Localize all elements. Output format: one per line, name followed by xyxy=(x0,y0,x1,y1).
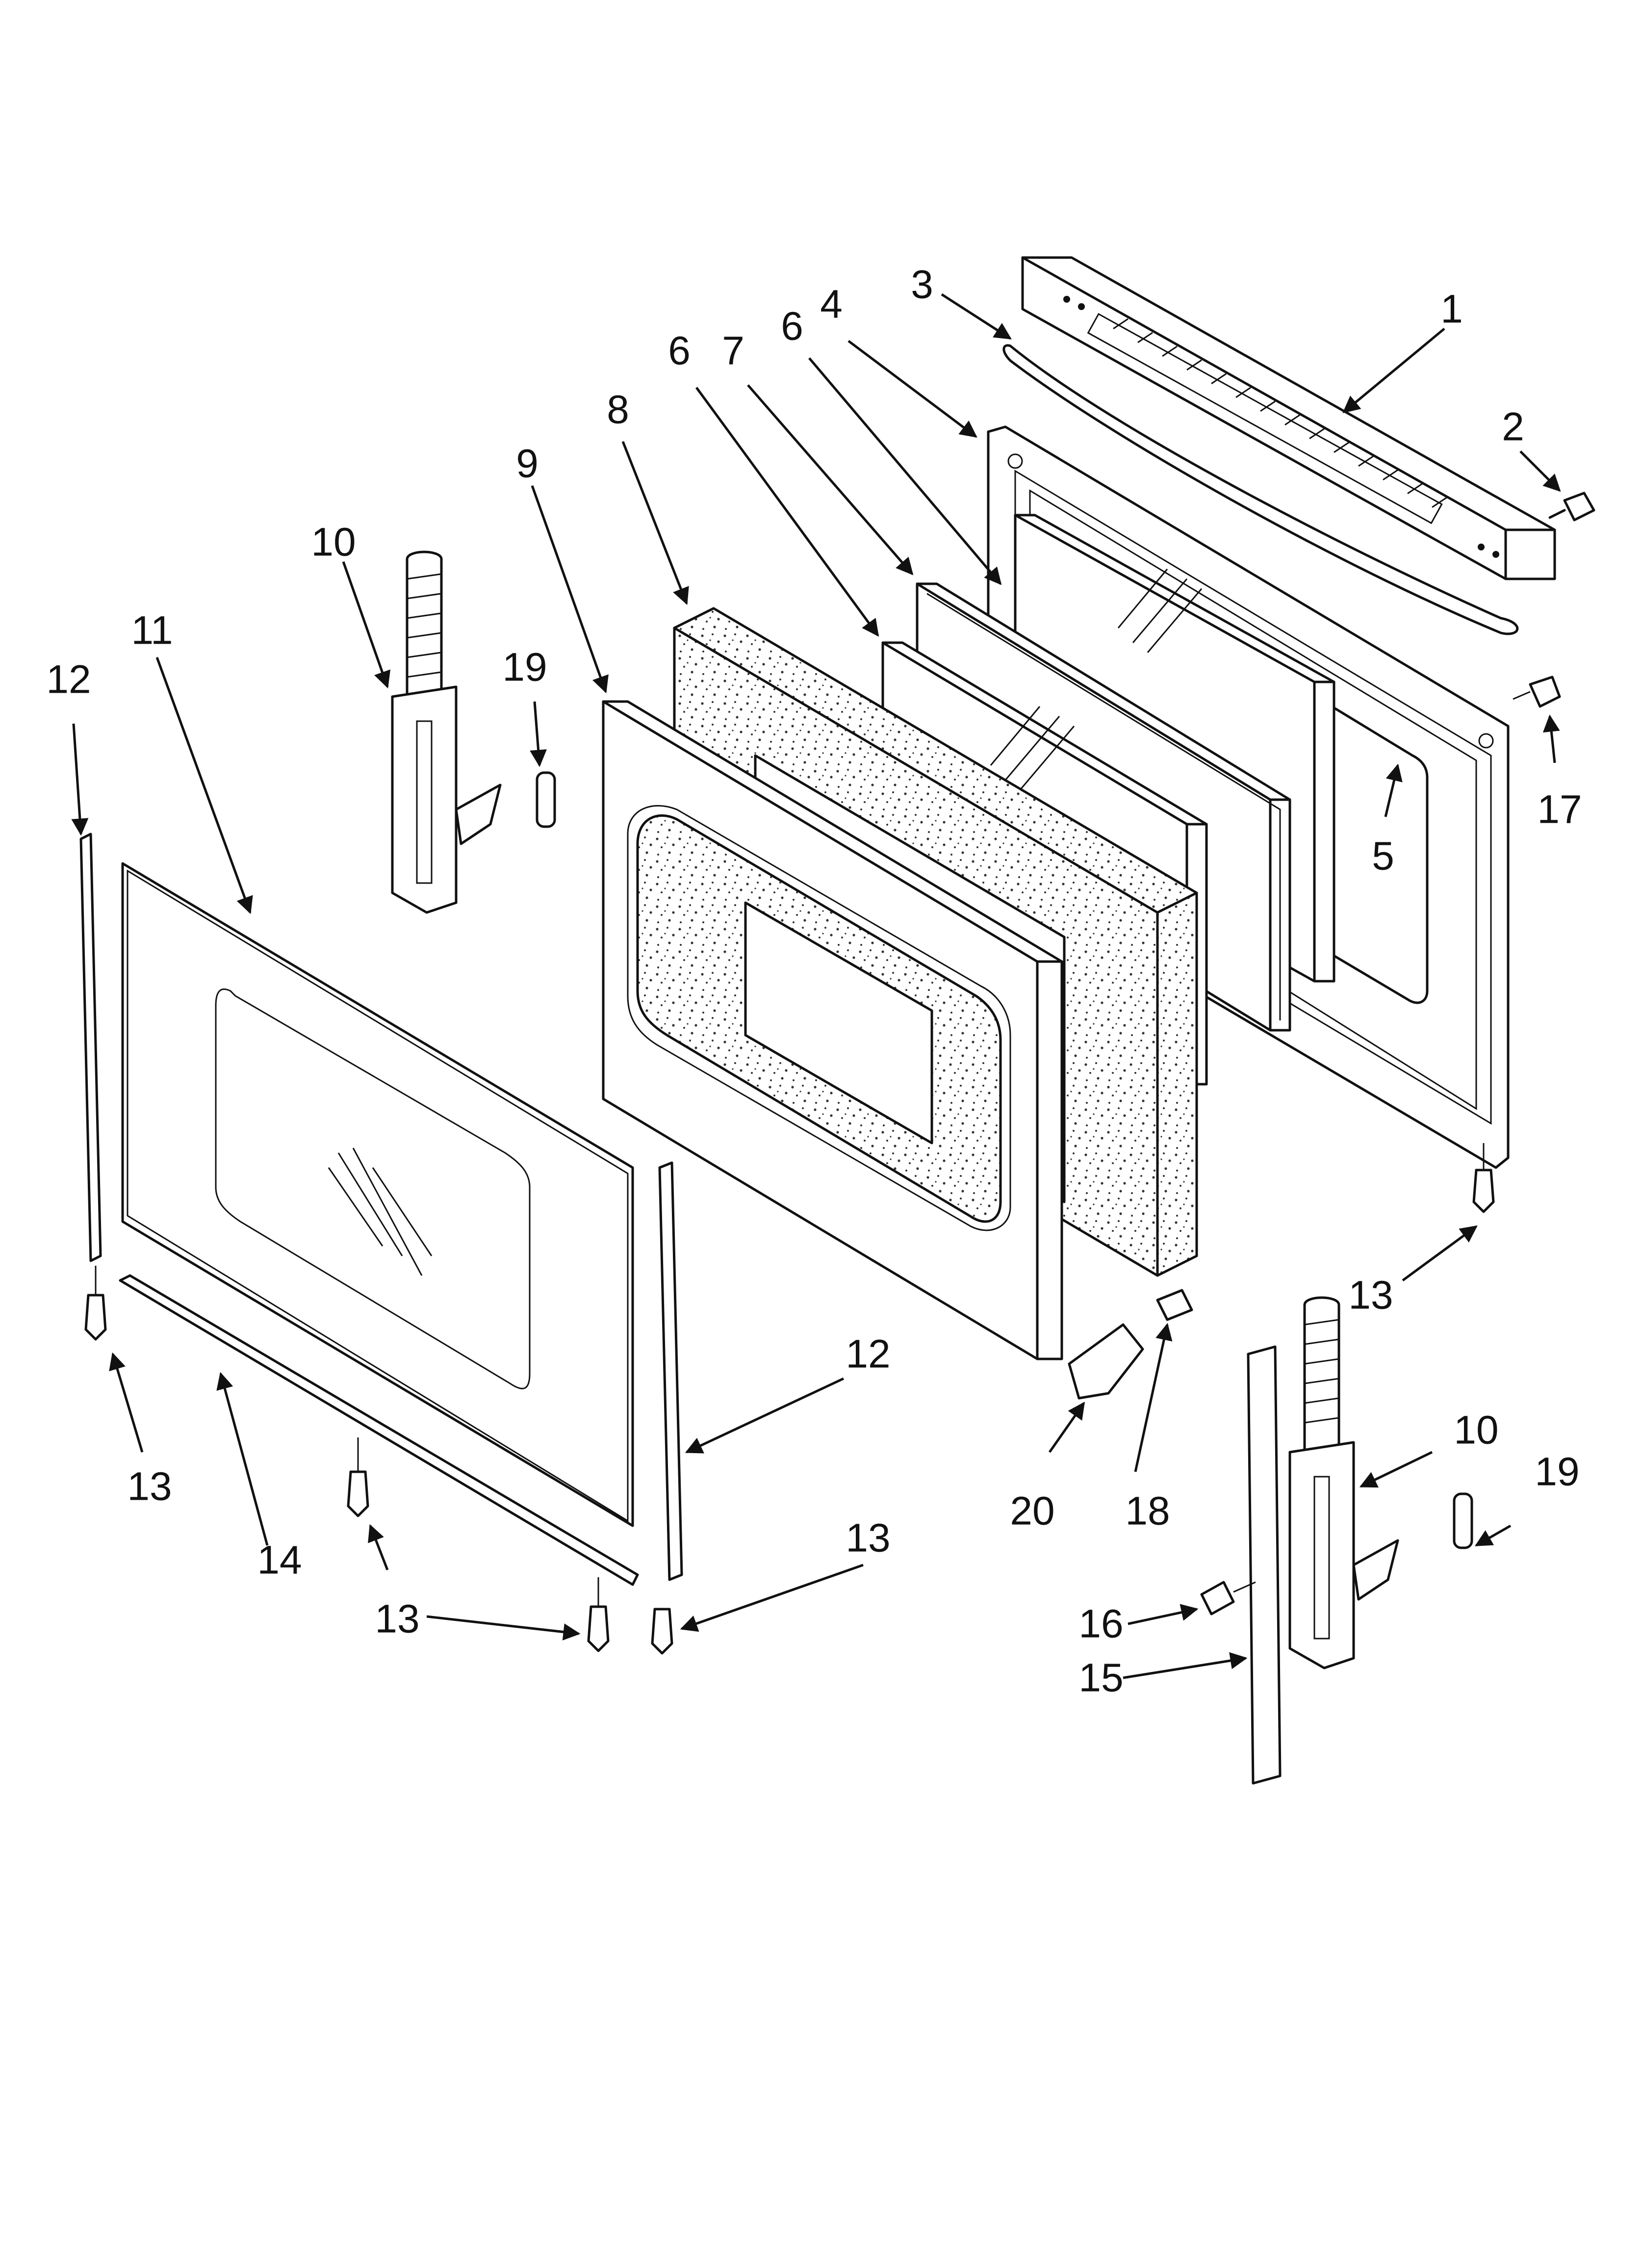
callout-12-right: 12 xyxy=(846,1332,890,1377)
callout-1: 1 xyxy=(1440,287,1463,332)
screw-13-bottom-a xyxy=(587,1577,610,1652)
screw-16 xyxy=(1200,1581,1256,1616)
callout-13-right: 13 xyxy=(1348,1273,1393,1318)
callout-10-right: 10 xyxy=(1454,1408,1498,1453)
leader-lines xyxy=(71,293,1561,1679)
callout-3: 3 xyxy=(911,262,933,307)
hinge-pin-left xyxy=(536,771,556,828)
screw-18 xyxy=(1156,1289,1193,1321)
callout-11: 11 xyxy=(131,608,173,653)
callout-5: 5 xyxy=(1372,834,1394,879)
screw-13-bottom-right xyxy=(1472,1143,1495,1213)
callout-17: 17 xyxy=(1537,787,1582,832)
side-trim-left xyxy=(79,833,102,1262)
callout-19-left: 19 xyxy=(502,645,547,690)
screw-13-left xyxy=(84,1266,107,1341)
door-hinge-left xyxy=(391,550,502,914)
callout-8: 8 xyxy=(607,388,629,432)
callout-13-bottom-right: 13 xyxy=(846,1516,890,1561)
bottom-trim xyxy=(119,1274,639,1586)
callout-20: 20 xyxy=(1010,1489,1054,1534)
callout-19-right: 19 xyxy=(1535,1450,1579,1494)
callout-6-upper: 6 xyxy=(781,304,803,349)
callout-6-lower: 6 xyxy=(668,329,691,373)
screw-2 xyxy=(1548,492,1595,521)
callout-2: 2 xyxy=(1502,405,1524,449)
hinge-bracket xyxy=(1068,1323,1144,1400)
callout-7: 7 xyxy=(722,329,744,373)
callout-12-left: 12 xyxy=(46,657,91,702)
callout-18: 18 xyxy=(1125,1489,1170,1534)
side-trim-right xyxy=(658,1161,683,1581)
hinge-pin-right xyxy=(1453,1492,1473,1549)
outer-door-glass-panel xyxy=(121,862,634,1527)
door-liner-frame xyxy=(602,700,1063,1360)
callout-13-bottom-center: 13 xyxy=(375,1597,419,1642)
callout-9: 9 xyxy=(516,442,539,486)
callout-labels: 1 2 3 4 5 6 6 7 8 9 10 10 11 12 12 13 13… xyxy=(46,262,1582,1700)
screw-13-bottom-b xyxy=(651,1608,673,1655)
callout-16: 16 xyxy=(1078,1602,1123,1646)
callout-15: 15 xyxy=(1078,1656,1123,1700)
callout-13-left: 13 xyxy=(127,1464,172,1509)
door-hinge-right xyxy=(1288,1296,1399,1669)
callout-14: 14 xyxy=(257,1538,302,1583)
callout-10-left: 10 xyxy=(311,520,356,565)
vent-trim xyxy=(1021,256,1556,580)
vent-gasket xyxy=(1002,344,1519,635)
callout-4: 4 xyxy=(820,282,843,327)
screw-13-center xyxy=(347,1437,369,1517)
hinge-channel xyxy=(1247,1345,1282,1785)
screw-17 xyxy=(1513,676,1561,708)
